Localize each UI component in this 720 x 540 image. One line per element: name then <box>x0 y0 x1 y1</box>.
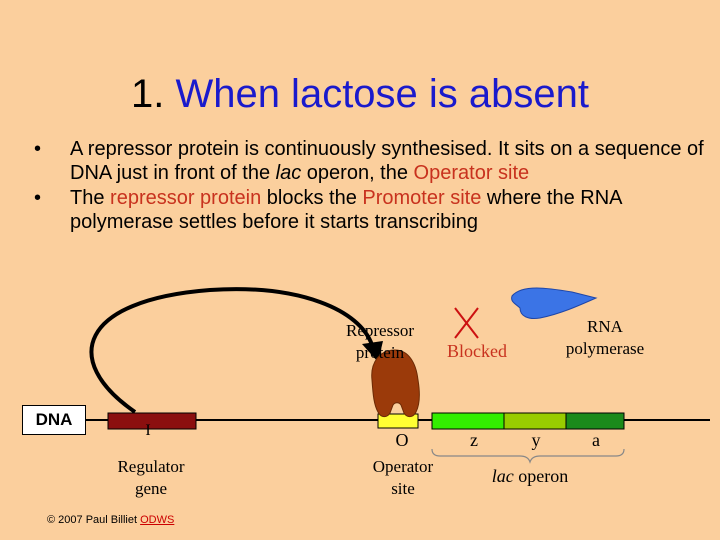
rna-polymerase-shape <box>511 287 598 319</box>
lac-operon-label-italic: lac <box>491 466 514 486</box>
operator-block <box>377 413 419 429</box>
dna-label: DNA <box>22 405 86 435</box>
repressor-path-arrow <box>89 287 374 414</box>
lac-operon-brace <box>431 448 625 464</box>
bullet-text: A repressor protein is continuously synt… <box>70 138 704 184</box>
lac-operon-label-rest: operon <box>513 466 569 486</box>
bullet-marker: • <box>34 187 42 209</box>
repressor-protein-shape <box>371 349 420 418</box>
bullet-item: • The repressor protein blocks the Promot… <box>34 186 704 234</box>
highlighted-term: Promoter site <box>362 187 482 209</box>
odws-link[interactable]: ODWS <box>140 514 175 526</box>
operator-site-label-line1: Operator <box>372 457 434 476</box>
rna-polymerase-label: RNA polymerase <box>552 316 658 360</box>
operator-site-label: Operator site <box>358 456 448 500</box>
copyright: © 2007 Paul Billiet ODWS <box>47 514 174 526</box>
copyright-text: © 2007 Paul Billiet <box>47 514 141 526</box>
lac-operon-label: lac operon <box>460 465 600 487</box>
bullet-text: lac <box>275 162 302 184</box>
repressor-label-line2: protein <box>355 343 405 362</box>
blocked-cross-line2 <box>454 307 479 339</box>
title-number: 1. <box>130 72 165 116</box>
blocked-label: Blocked <box>447 341 507 361</box>
operator-site-label-line2: site <box>391 479 415 498</box>
gene-z-label: z <box>470 430 478 450</box>
regulator-gene-label-line2: gene <box>134 479 168 498</box>
gene-z-block <box>431 412 505 430</box>
rna-polymerase-label-line2: polymerase <box>565 339 645 358</box>
gene-y-label: y <box>531 430 541 450</box>
bullet-item: • A repressor protein is continuously syn… <box>34 137 704 185</box>
bullet-text: The <box>70 187 111 209</box>
page-title: 1. When lactose is absent <box>0 70 720 118</box>
title-text: When lactose is absent <box>175 72 590 116</box>
regulator-gene-label-line1: Regulator <box>117 457 185 476</box>
regulator-gene-letter: I <box>145 422 151 439</box>
gene-a-label: a <box>592 430 600 450</box>
repressor-label-line1: Repressor <box>346 321 414 340</box>
highlighted-term: Operator site <box>413 162 530 184</box>
gene-a-block <box>565 412 625 430</box>
regulator-gene-label: Regulator gene <box>96 456 206 500</box>
bullet-text: operon, the <box>301 162 414 184</box>
regulator-gene-block <box>107 412 197 430</box>
rna-polymerase-label-line1: RNA <box>587 317 623 336</box>
gene-y-block <box>503 412 567 430</box>
bullet-text: where the RNA polymerase settles before … <box>70 187 622 233</box>
highlighted-term: repressor protein <box>110 187 262 209</box>
bullet-text: blocks the <box>261 187 363 209</box>
bullet-list: • A repressor protein is continuously syn… <box>34 137 704 235</box>
bullet-marker: • <box>34 138 42 160</box>
operator-letter: O <box>395 430 409 450</box>
repressor-label: Repressor protein <box>330 320 430 364</box>
